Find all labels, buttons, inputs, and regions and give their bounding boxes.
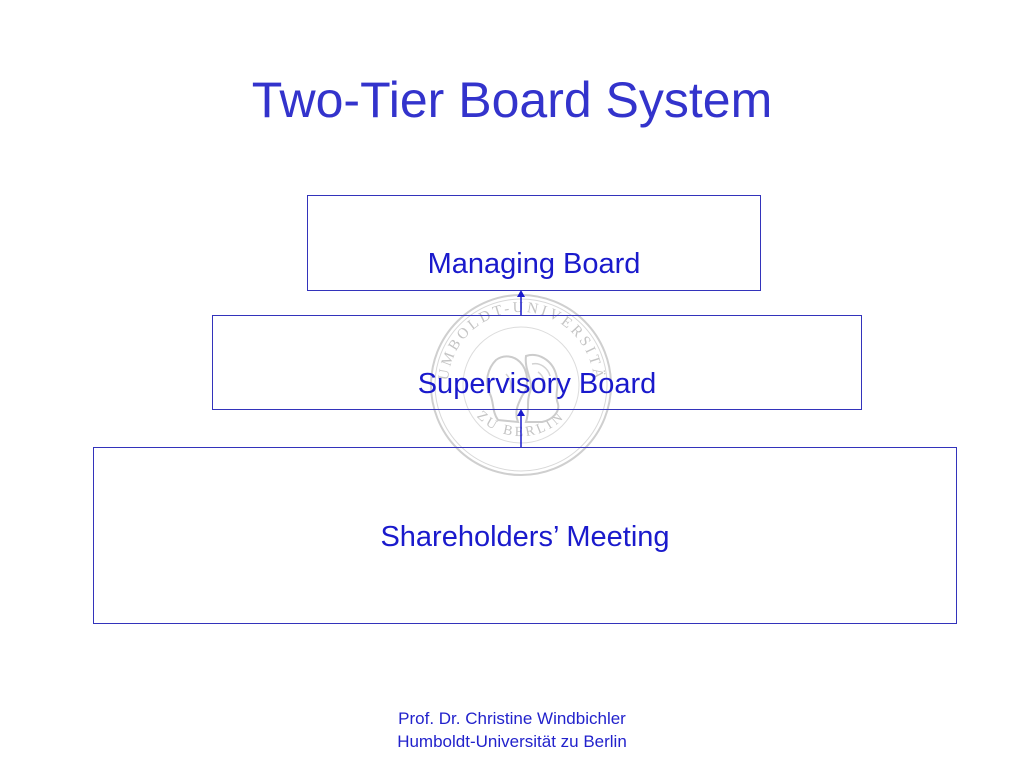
supervisory-board-label: Supervisory Board	[417, 368, 657, 400]
slide-title: Two-Tier Board System	[251, 72, 773, 128]
arrow-up-icon	[517, 409, 525, 448]
university-seal-icon: HUMBOLDT-UNIVERSITÄT ZU BERLIN	[426, 290, 612, 476]
shareholders-meeting-label: Shareholders’ Meeting	[380, 521, 670, 553]
arrow-up-icon	[517, 290, 525, 316]
shareholders-meeting-box: Shareholders’ Meeting	[93, 447, 957, 624]
footer-institution: Humboldt-Universität zu Berlin	[397, 732, 627, 751]
managing-board-box: Managing Board	[307, 195, 761, 291]
managing-board-label: Managing Board	[427, 248, 641, 280]
footer-author: Prof. Dr. Christine Windbichler	[398, 709, 626, 728]
supervisory-board-box: Supervisory Board	[212, 315, 862, 410]
